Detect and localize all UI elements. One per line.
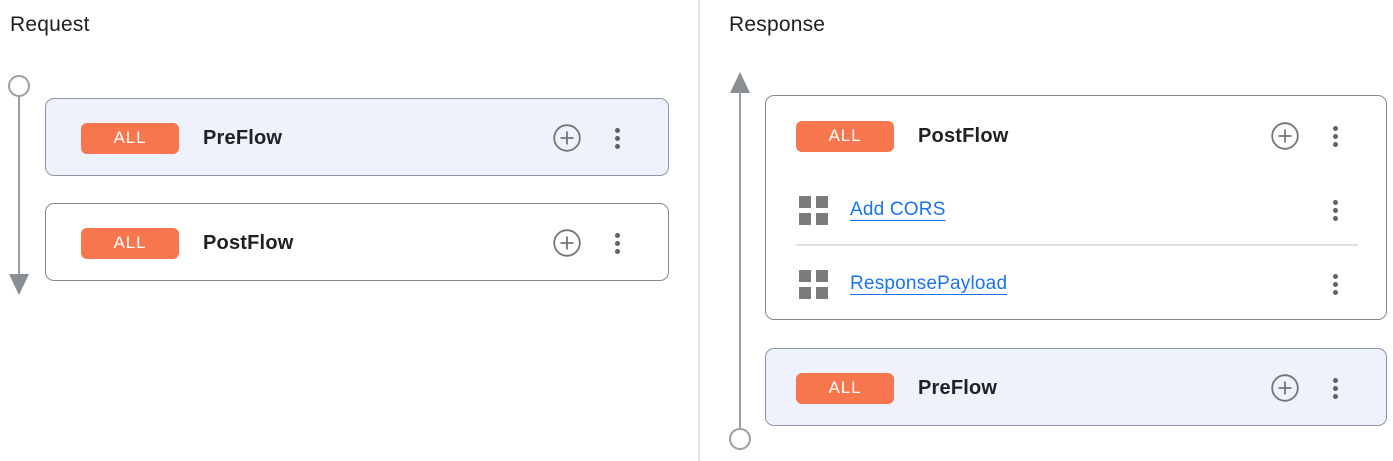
- policy-actions: [1329, 272, 1342, 297]
- policy-menu-button[interactable]: [1329, 198, 1342, 223]
- arrow-down-icon: [9, 274, 29, 295]
- flow-card-response-preflow[interactable]: ALL PreFlow: [765, 348, 1387, 426]
- policy-divider: [796, 244, 1358, 246]
- flow-actions: [552, 228, 624, 258]
- flow-header: ALL PreFlow: [46, 99, 668, 177]
- condition-badge: ALL: [796, 372, 894, 404]
- response-panel-title: Response: [729, 13, 826, 36]
- flow-card-request-preflow[interactable]: ALL PreFlow: [45, 98, 669, 176]
- flow-menu-button[interactable]: [1329, 376, 1342, 401]
- flow-name: PreFlow: [918, 376, 998, 399]
- flow-actions: [1270, 121, 1342, 151]
- arrow-up-icon: [730, 72, 750, 93]
- policy-link-responsepayload[interactable]: ResponsePayload: [850, 273, 1008, 294]
- add-policy-button[interactable]: [1270, 373, 1300, 403]
- policy-grid-icon: [799, 195, 828, 225]
- policy-actions: [1329, 198, 1342, 223]
- plus-circle-icon: [553, 124, 581, 152]
- flow-menu-button[interactable]: [1329, 124, 1342, 149]
- kebab-menu-icon: [1329, 272, 1342, 297]
- condition-badge: ALL: [81, 227, 179, 259]
- response-timeline: [729, 72, 751, 450]
- flow-card-request-postflow[interactable]: ALL PostFlow: [45, 203, 669, 281]
- condition-badge: ALL: [796, 120, 894, 152]
- kebab-menu-icon: [611, 126, 624, 151]
- add-policy-button[interactable]: [1270, 121, 1300, 151]
- panel-divider: [698, 0, 700, 461]
- policy-grid-icon: [799, 269, 828, 299]
- flow-actions: [552, 123, 624, 153]
- kebab-menu-icon: [611, 231, 624, 256]
- flow-name: PreFlow: [203, 126, 283, 149]
- kebab-menu-icon: [1329, 198, 1342, 223]
- policy-row: Add CORS: [766, 176, 1386, 244]
- plus-circle-icon: [1271, 374, 1299, 402]
- flow-card-response-postflow[interactable]: ALL PostFlow Add CORS: [765, 95, 1387, 320]
- flow-name: PostFlow: [203, 231, 294, 254]
- request-panel: Request ALL PreFlow: [8, 13, 669, 295]
- flow-menu-button[interactable]: [611, 126, 624, 151]
- add-policy-button[interactable]: [552, 123, 582, 153]
- condition-badge: ALL: [81, 122, 179, 154]
- policy-menu-button[interactable]: [1329, 272, 1342, 297]
- kebab-menu-icon: [1329, 124, 1342, 149]
- flow-header: ALL PostFlow: [766, 96, 1386, 176]
- request-panel-title: Request: [10, 13, 90, 36]
- plus-circle-icon: [1271, 122, 1299, 150]
- flow-header: ALL PreFlow: [766, 349, 1386, 427]
- kebab-menu-icon: [1329, 376, 1342, 401]
- policy-row: ResponsePayload: [766, 246, 1386, 323]
- add-policy-button[interactable]: [552, 228, 582, 258]
- policy-link-add-cors[interactable]: Add CORS: [850, 199, 946, 220]
- plus-circle-icon: [553, 229, 581, 257]
- response-panel: Response ALL PostFlow: [699, 0, 1393, 461]
- request-timeline: [8, 75, 30, 295]
- flow-header: ALL PostFlow: [46, 204, 668, 282]
- flow-name: PostFlow: [918, 124, 1009, 147]
- timeline-start-circle-icon: [8, 75, 30, 97]
- timeline-end-circle-icon: [729, 428, 751, 450]
- flow-menu-button[interactable]: [611, 231, 624, 256]
- flow-actions: [1270, 373, 1342, 403]
